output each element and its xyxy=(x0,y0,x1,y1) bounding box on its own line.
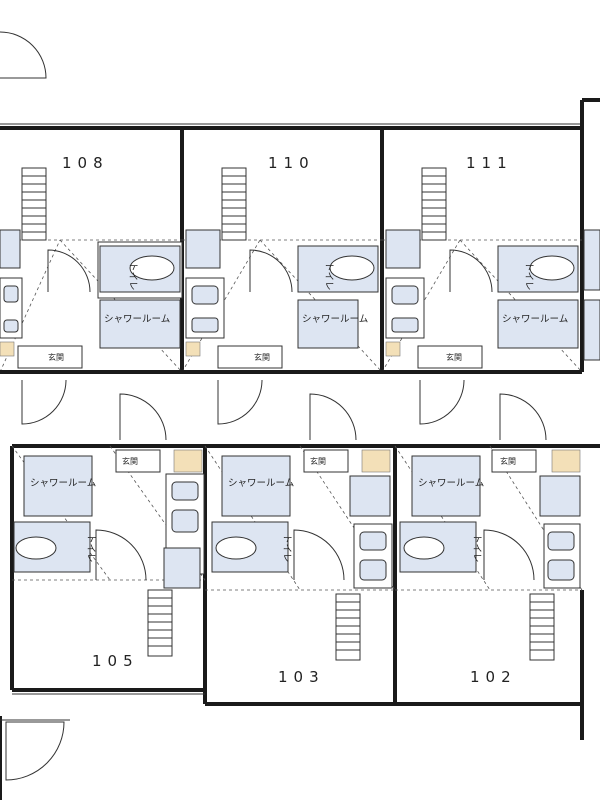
shower-label-111: シャワールーム xyxy=(502,314,568,325)
door-swing-bottom-left xyxy=(0,716,70,800)
stairs-110 xyxy=(221,167,247,241)
shower-label-103: シャワールーム xyxy=(228,478,294,489)
toilet-label-111: トイレ xyxy=(523,262,534,291)
entrance-label-102: 玄関 xyxy=(500,456,516,466)
toilet-label-110: トイレ xyxy=(323,262,334,291)
entrance-label-111: 玄関 xyxy=(446,352,462,362)
unit-number-108: 108 xyxy=(62,154,109,172)
stairs-103 xyxy=(335,593,361,661)
stairs-102 xyxy=(529,593,555,661)
entrance-label-103: 玄関 xyxy=(310,456,326,466)
toilet-label-102: トイレ xyxy=(471,534,482,563)
stairs-105 xyxy=(147,589,173,657)
unit-111-wet-area: トイレ シャワールーム 玄関 xyxy=(385,229,579,369)
lower-row: 玄関 シャワールーム トイレ 105 玄関 シャワールーム xyxy=(10,444,600,740)
shower-label-102: シャワールーム xyxy=(418,478,484,489)
stairs-111 xyxy=(421,167,447,241)
toilet-label-105: トイレ xyxy=(85,534,96,563)
unit-110-wet-area: トイレ シャワールーム 玄関 xyxy=(185,229,379,369)
toilet-label-103: トイレ xyxy=(281,534,292,563)
unit-number-102: 102 xyxy=(470,668,517,686)
stairs-108 xyxy=(21,167,47,241)
unit-number-111: 111 xyxy=(466,154,513,172)
shower-label-105: シャワールーム xyxy=(30,478,96,489)
upper-row: 108 110 111 トイレ シャワールーム 玄関 xyxy=(0,98,600,374)
unit-102-wet-area: 玄関 シャワールーム トイレ 102 xyxy=(399,449,581,686)
unit-number-110: 110 xyxy=(268,154,315,172)
toilet-label-108: トイレ xyxy=(127,262,138,291)
corridor-door-swings xyxy=(21,379,547,441)
unit-105-wet-area: 玄関 シャワールーム トイレ 105 xyxy=(13,449,205,670)
entrance-label-110: 玄関 xyxy=(254,352,270,362)
entrance-label-108: 玄関 xyxy=(48,352,64,362)
unit-number-105: 105 xyxy=(92,652,139,670)
unit-103-wet-area: 玄関 シャワールーム トイレ 103 xyxy=(211,449,393,686)
unit-number-103: 103 xyxy=(278,668,325,686)
shower-label-108: シャワールーム xyxy=(104,314,170,325)
door-swing-top-left xyxy=(0,31,47,79)
entrance-label-105: 玄関 xyxy=(122,456,138,466)
unit-108-wet-area: トイレ シャワールーム 玄関 xyxy=(0,229,183,369)
shower-label-110: シャワールーム xyxy=(302,314,368,325)
